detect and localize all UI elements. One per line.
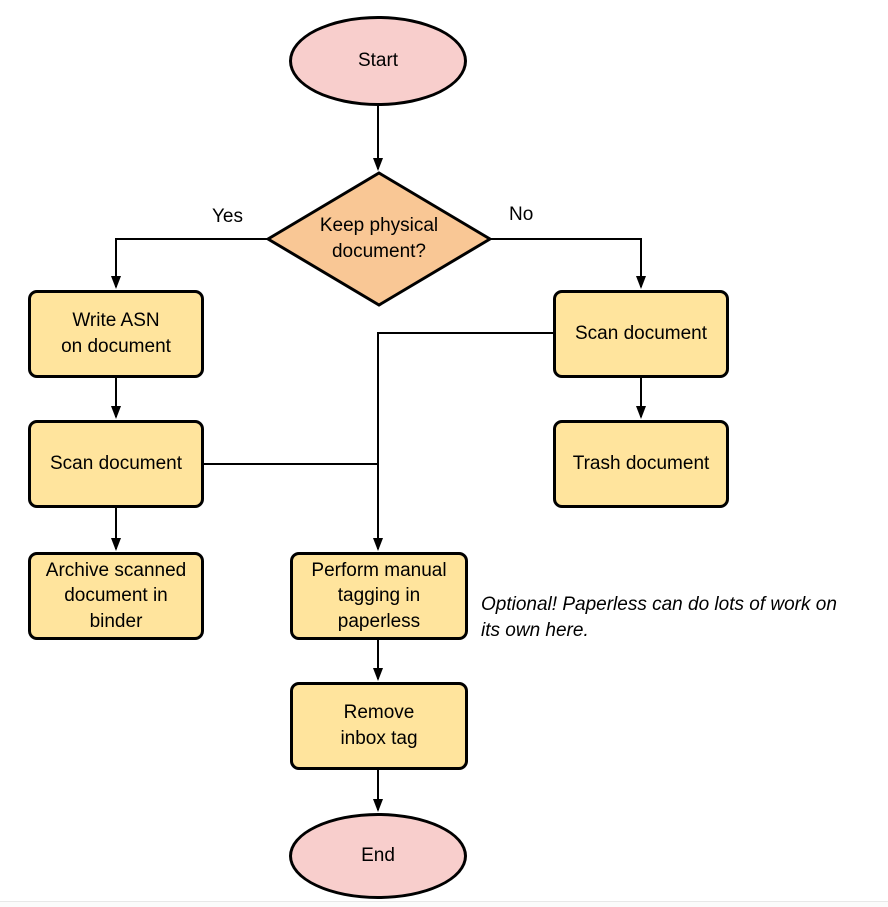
node-manual-tagging-label: Perform manual tagging in paperless	[311, 559, 447, 632]
edge-decision-no-to-scan-right	[491, 238, 646, 289]
node-scan-document-right: Scan document	[553, 290, 729, 378]
node-trash-document-label: Trash document	[572, 453, 710, 475]
diamond-shape	[266, 171, 492, 307]
node-decision-label: Keep physical document?	[319, 215, 439, 262]
edge-scan-right-to-tagging	[373, 332, 553, 551]
edge-label-yes: Yes	[210, 206, 245, 227]
node-end-label: End	[361, 845, 395, 867]
node-end: End	[289, 813, 467, 899]
node-start: Start	[289, 16, 467, 106]
node-remove-inbox-tag-label: Remove inbox tag	[340, 702, 418, 749]
node-archive-in-binder: Archive scanned document in binder	[28, 552, 204, 640]
node-archive-in-binder-label: Archive scanned document in binder	[45, 559, 187, 632]
edge-label-no: No	[507, 204, 536, 225]
node-trash-document: Trash document	[553, 420, 729, 508]
page-bottom-strip	[0, 902, 888, 907]
edge-decision-yes-to-write-asn	[111, 238, 267, 289]
page-bottom-divider	[0, 901, 888, 902]
node-scan-document-left: Scan document	[28, 420, 204, 508]
node-scan-document-right-label: Scan document	[574, 323, 708, 345]
node-scan-document-left-label: Scan document	[49, 453, 183, 475]
optional-note: Optional! Paperless can do lots of work …	[481, 594, 837, 642]
node-write-asn-label: Write ASN on document	[61, 310, 171, 357]
node-remove-inbox-tag: Remove inbox tag	[290, 682, 468, 770]
node-start-label: Start	[357, 50, 399, 72]
node-decision-keep-physical: Keep physical document?	[266, 171, 492, 307]
node-manual-tagging: Perform manual tagging in paperless	[290, 552, 468, 640]
node-write-asn: Write ASN on document	[28, 290, 204, 378]
